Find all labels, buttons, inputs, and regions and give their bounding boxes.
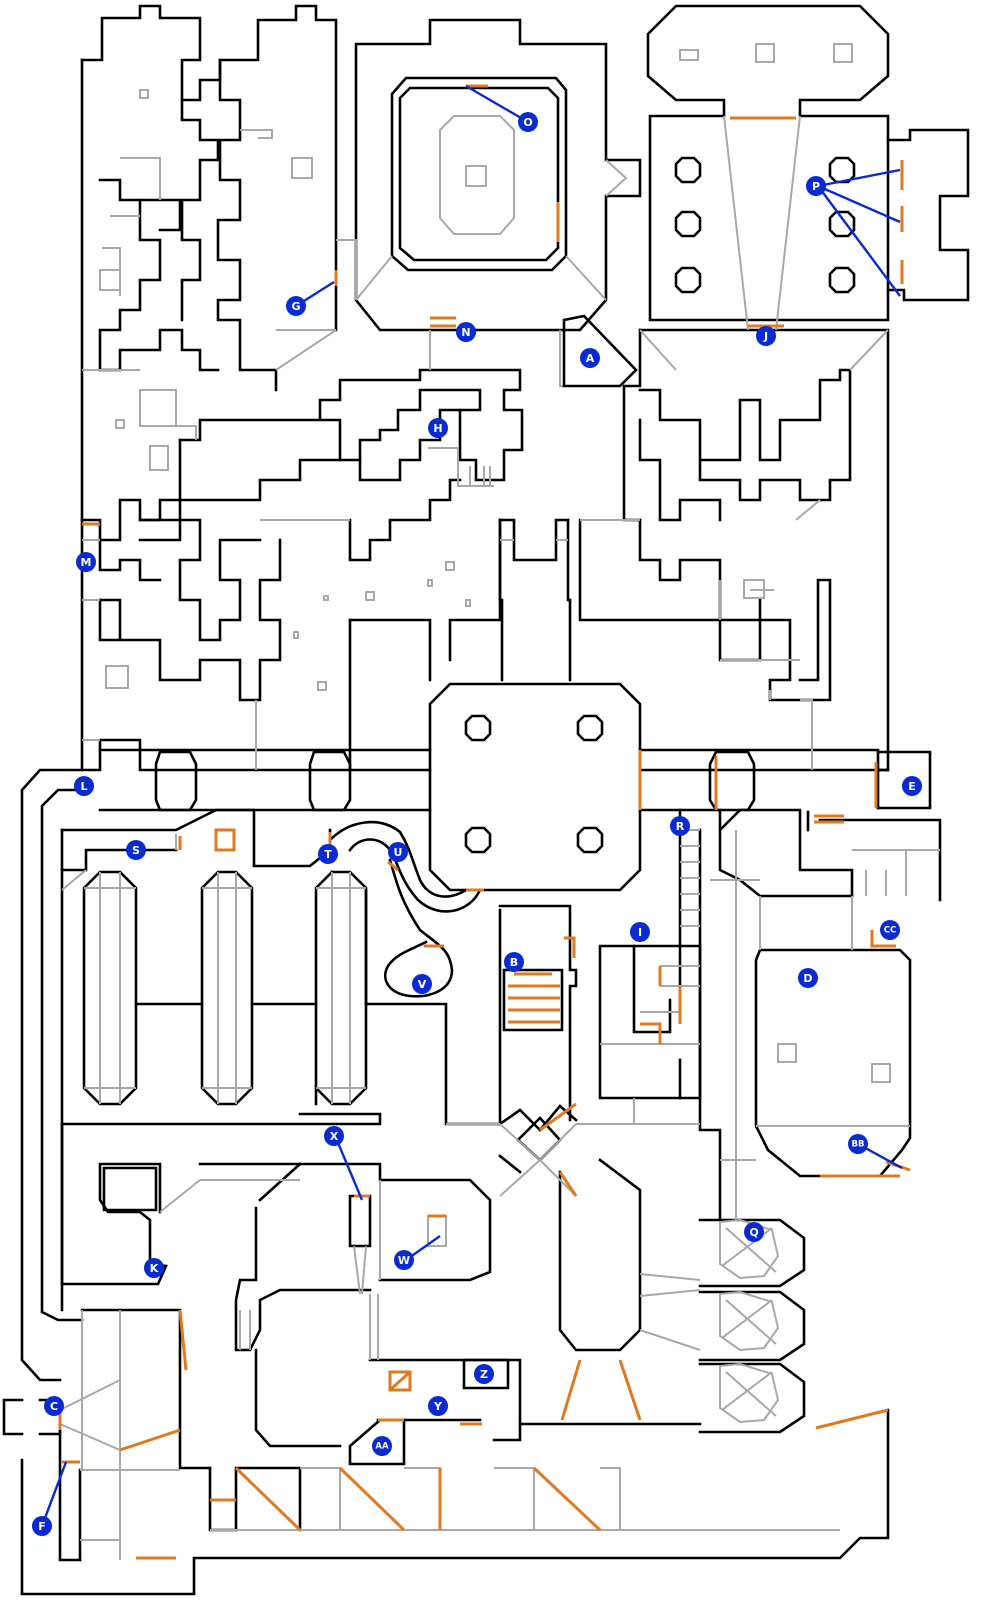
marker-k: K	[144, 1258, 164, 1278]
marker-x-label: X	[330, 1130, 339, 1143]
walls	[2, 4, 970, 1596]
marker-o-dot	[518, 112, 538, 132]
marker-e-dot	[902, 776, 922, 796]
marker-a: A	[580, 348, 600, 368]
marker-o: O	[518, 112, 538, 132]
marker-w-dot	[394, 1250, 414, 1270]
marker-t-label: T	[324, 848, 332, 861]
marker-l: L	[74, 776, 94, 796]
marker-g: G	[286, 296, 306, 316]
marker-layer: A B C D E F G H I J K L M N O P Q R S T U V W X Y Z AA BB CC	[32, 84, 922, 1536]
marker-h: H	[428, 418, 448, 438]
marker-aa-dot	[372, 1436, 392, 1456]
marker-p: P	[806, 176, 826, 196]
marker-m-label: M	[81, 556, 92, 569]
marker-z: Z	[474, 1364, 494, 1384]
marker-b: B	[504, 952, 524, 972]
marker-f-dot	[32, 1516, 52, 1536]
marker-v: V	[412, 974, 432, 994]
marker-s: S	[126, 840, 146, 860]
marker-cc-dot	[880, 920, 900, 940]
marker-a-label: A	[586, 352, 595, 365]
marker-u: U	[388, 842, 408, 862]
marker-e-label: E	[908, 780, 916, 793]
marker-p-label: P	[812, 180, 820, 193]
marker-s-dot	[126, 840, 146, 860]
marker-bb: BB	[848, 1134, 868, 1154]
marker-y-dot	[428, 1396, 448, 1416]
marker-j: J	[756, 326, 776, 346]
marker-group: A B C D E F G H I J K L M N O P Q R S T U V W X Y Z AA BB CC	[32, 112, 922, 1536]
marker-x-dot	[324, 1126, 344, 1146]
marker-i-label: I	[638, 926, 642, 939]
marker-n-dot	[456, 322, 476, 342]
marker-m: M	[76, 552, 96, 572]
marker-c: C	[44, 1396, 64, 1416]
marker-w: W	[394, 1250, 414, 1270]
marker-i: I	[630, 922, 650, 942]
marker-v-dot	[412, 974, 432, 994]
marker-r-label: R	[676, 820, 685, 833]
marker-b-label: B	[510, 956, 518, 969]
marker-o-label: O	[523, 116, 532, 129]
marker-v-label: V	[418, 978, 427, 991]
marker-n-label: N	[461, 326, 470, 339]
marker-j-dot	[756, 326, 776, 346]
marker-z-dot	[474, 1364, 494, 1384]
marker-b-dot	[504, 952, 524, 972]
marker-y: Y	[428, 1396, 448, 1416]
marker-cc-label: CC	[884, 926, 896, 936]
marker-k-label: K	[150, 1262, 159, 1275]
marker-d-dot	[798, 968, 818, 988]
marker-p-dot	[806, 176, 826, 196]
marker-m-dot	[76, 552, 96, 572]
marker-q-dot	[744, 1222, 764, 1242]
marker-j-label: J	[763, 330, 768, 343]
marker-h-dot	[428, 418, 448, 438]
marker-r-dot	[670, 816, 690, 836]
marker-g-label: G	[291, 300, 300, 313]
marker-q: Q	[744, 1222, 764, 1242]
marker-u-dot	[388, 842, 408, 862]
marker-r: R	[670, 816, 690, 836]
marker-n: N	[456, 322, 476, 342]
marker-c-dot	[44, 1396, 64, 1416]
marker-y-label: Y	[433, 1400, 443, 1413]
marker-s-label: S	[132, 844, 140, 857]
marker-bb-label: BB	[852, 1140, 865, 1150]
marker-w-label: W	[398, 1254, 410, 1267]
marker-z-label: Z	[480, 1368, 488, 1381]
marker-a-dot	[580, 348, 600, 368]
marker-aa-label: AA	[375, 1442, 389, 1452]
marker-cc: CC	[880, 920, 900, 940]
marker-u-label: U	[394, 846, 403, 859]
marker-d-label: D	[803, 972, 812, 985]
marker-q-label: Q	[749, 1226, 758, 1239]
marker-f-label: F	[38, 1520, 46, 1533]
marker-l-label: L	[80, 780, 87, 793]
marker-f: F	[32, 1516, 52, 1536]
marker-i-dot	[630, 922, 650, 942]
marker-l-dot	[74, 776, 94, 796]
doors	[58, 84, 911, 1560]
marker-g-dot	[286, 296, 306, 316]
marker-t-dot	[318, 844, 338, 864]
marker-aa: AA	[372, 1436, 392, 1456]
steps-and-ledges	[59, 43, 940, 1560]
marker-c-label: C	[50, 1400, 58, 1413]
marker-t: T	[318, 844, 338, 864]
marker-k-dot	[144, 1258, 164, 1278]
marker-bb-dot	[848, 1134, 868, 1154]
marker-h-label: H	[433, 422, 442, 435]
marker-e: E	[902, 776, 922, 796]
marker-d: D	[798, 968, 818, 988]
marker-x: X	[324, 1126, 344, 1146]
pillars	[464, 156, 856, 854]
